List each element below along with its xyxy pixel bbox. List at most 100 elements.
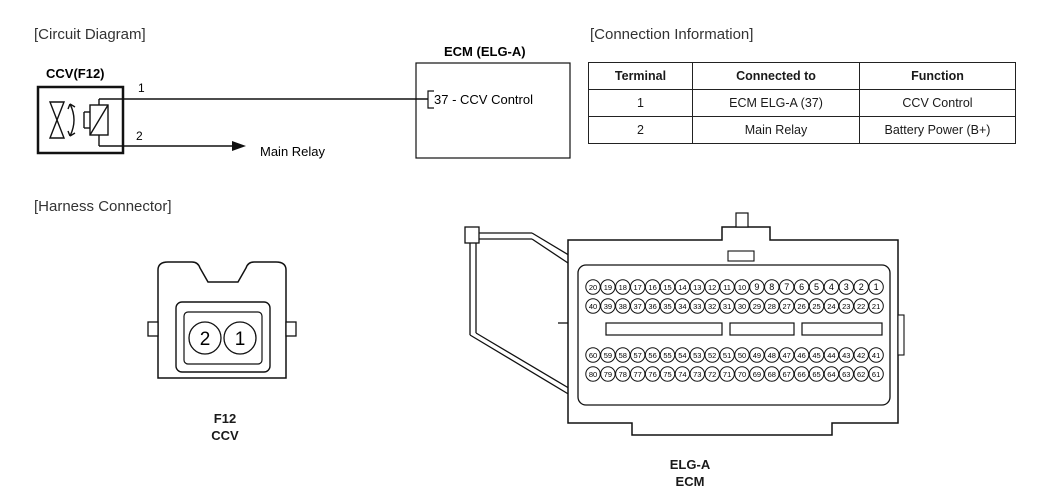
ecm-pin-57 [630, 347, 646, 363]
ecm-pin-label-66: 66 [797, 370, 805, 379]
ecm-pin-label-60: 60 [589, 351, 597, 360]
ecm-pin-label-29: 29 [753, 302, 761, 311]
ecm-pin-label-45: 45 [812, 351, 820, 360]
ecm-pin-label-44: 44 [827, 351, 835, 360]
ecm-pin-label-23: 23 [842, 302, 850, 311]
ecm-pin-label-34: 34 [678, 302, 686, 311]
header-terminal: Terminal [588, 62, 693, 90]
ecm-pin-label-26: 26 [797, 302, 805, 311]
ccv-label: CCV(F12) [46, 66, 105, 81]
ecm-pin-59 [600, 347, 616, 363]
ecm-side-slot [897, 314, 905, 356]
ecm-pin-label-69: 69 [753, 370, 761, 379]
ecm-pin-21 [868, 298, 884, 314]
f12-right-tab [285, 321, 297, 337]
ecm-pin-label-31: 31 [723, 302, 731, 311]
ecm-caption-line1: ELG-A [669, 457, 711, 472]
ecm-pin-label-58: 58 [619, 351, 627, 360]
ecm-box [415, 62, 571, 159]
ecm-pin-label-63: 63 [842, 370, 850, 379]
ecm-pin-14 [674, 279, 691, 295]
ecm-pin-label-35: 35 [663, 302, 671, 311]
ecm-divider-mid [729, 322, 795, 336]
ecm-pin-36 [644, 298, 661, 314]
ecm-pin-label-15: 15 [663, 283, 671, 292]
ecm-pin-label-48: 48 [768, 351, 776, 360]
ecm-pin-label-11: 11 [723, 283, 731, 292]
ecm-pin-label-80: 80 [589, 370, 597, 379]
ecm-pin-label-74: 74 [678, 370, 686, 379]
ecm-pin-label-41: 41 [872, 351, 880, 360]
f12-caption: F12 CCV [185, 410, 265, 444]
circuit-diagram: CCV(F12) 1 2 Main Relay ECM (ELG-A) 37 -… [36, 44, 571, 159]
ecm-pin-label-54: 54 [678, 351, 686, 360]
ecm-pin-41 [868, 347, 884, 363]
ecm-pin-label-47: 47 [783, 351, 791, 360]
ecm-pin-66 [793, 366, 810, 382]
ecm-pin-43 [838, 347, 854, 363]
ecm-pin-label-6: 6 [799, 282, 804, 292]
ecm-pin-label-39: 39 [604, 302, 612, 311]
ecm-pin-49 [749, 347, 765, 363]
ecm-pin-44 [823, 347, 840, 363]
ecm-pin-label-21: 21 [872, 302, 880, 311]
pin2-label: 2 [136, 129, 143, 143]
ecm-pin-label-43: 43 [842, 351, 850, 360]
ecm-top-slot [727, 250, 755, 262]
ecm-pin-label-79: 79 [604, 370, 612, 379]
ecm-pin-label-77: 77 [634, 370, 642, 379]
ecm-pin-label-18: 18 [619, 283, 627, 292]
ecm-pin-label-5: 5 [814, 282, 819, 292]
ecm-pin-label-13: 13 [693, 283, 701, 292]
ecm-pin-17 [630, 279, 646, 295]
ecm-pin-64 [823, 366, 840, 382]
ecm-pin-label-7: 7 [784, 282, 789, 292]
table-cell: 1 [588, 89, 693, 117]
ecm-pin-33 [689, 298, 705, 314]
ecm-pin-label: 37 - CCV Control [434, 92, 533, 107]
ecm-pin-label-9: 9 [754, 282, 759, 292]
ecm-pin-26 [793, 298, 810, 314]
ecm-pin-39 [600, 298, 616, 314]
ecm-pin-37 [630, 298, 646, 314]
ecm-pin-label-24: 24 [827, 302, 835, 311]
ecm-pin-label-16: 16 [648, 283, 656, 292]
ecm-pin-label-17: 17 [634, 283, 642, 292]
solenoid-symbol [83, 98, 123, 147]
ecm-pin-label-20: 20 [589, 283, 597, 292]
ecm-pin-51 [719, 347, 735, 363]
ecm-pin-69 [749, 366, 765, 382]
main-relay-label: Main Relay [260, 144, 326, 159]
ecm-pin-61 [868, 366, 884, 382]
ecm-pin-label-53: 53 [693, 351, 701, 360]
ecm-pin-13 [689, 279, 705, 295]
ecm-pin-label-59: 59 [604, 351, 612, 360]
ecm-pin-73 [689, 366, 705, 382]
ecm-pin-24 [823, 298, 840, 314]
f12-pin-label-2: 2 [200, 329, 211, 350]
ecm-pin-label-49: 49 [753, 351, 761, 360]
ecm-pin-label-55: 55 [663, 351, 671, 360]
ecm-pin-label-52: 52 [708, 351, 716, 360]
connection-info-title: [Connection Information] [590, 26, 754, 43]
ecm-pin-label-70: 70 [738, 370, 746, 379]
ecm-pin-56 [644, 347, 661, 363]
table-cell: ECM ELG-A (37) [692, 89, 860, 117]
f12-caption-line2: CCV [211, 428, 239, 443]
ecm-pin-label-32: 32 [708, 302, 716, 311]
ecm-pin-74 [674, 366, 691, 382]
ecm-pin-label-40: 40 [589, 302, 597, 311]
ecm-pin-31 [719, 298, 735, 314]
ecm-pin-label-38: 38 [619, 302, 627, 311]
ecm-latch-arm [464, 226, 573, 396]
ecm-divider-right [801, 322, 883, 336]
ecm-pin-label-25: 25 [812, 302, 820, 311]
ecm-pin-8 [764, 279, 780, 295]
ecm-pin-label-76: 76 [648, 370, 656, 379]
ecm-pin-63 [838, 366, 854, 382]
ecm-pin-11 [719, 279, 735, 295]
ecm-pin-6 [793, 279, 810, 295]
table-header-row: Terminal Connected to Function [588, 62, 1016, 90]
ecm-pin-label-46: 46 [797, 351, 805, 360]
